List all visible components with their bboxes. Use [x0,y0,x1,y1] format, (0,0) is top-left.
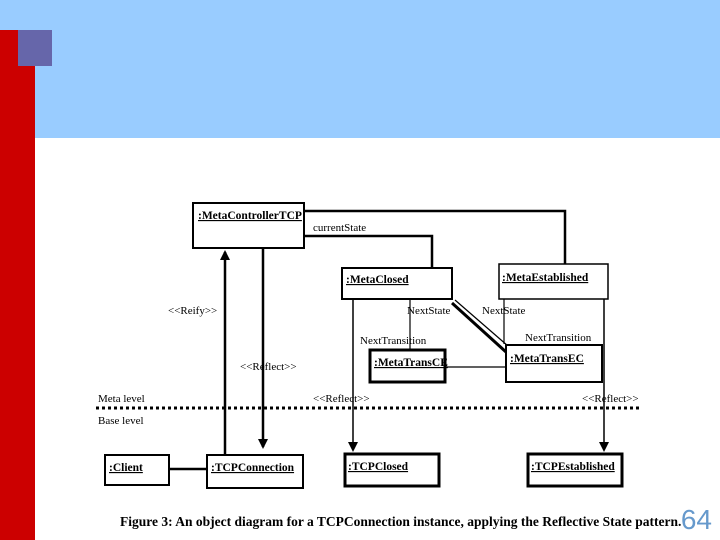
figure-caption: Figure 3: An object diagram for a TCPCon… [120,514,682,529]
box-client [104,454,170,486]
box-tcp-closed [343,452,441,488]
label-reify: <<Reify>> [168,305,217,317]
label-tcp-established: :TCPEstablished [531,461,615,473]
box-meta-trans-ec [505,344,603,383]
label-tcp-connection: :TCPConnection [211,462,295,474]
current-state-link [304,234,434,268]
box-tcp-established [526,452,624,488]
box-meta-established [498,263,609,300]
label-meta-established: :MetaEstablished [502,272,589,284]
label-meta-trans-ce: :MetaTransCE [374,357,448,369]
object-boxes [104,202,624,489]
label-meta-controller: :MetaControllerTCP [198,210,302,222]
label-current-state: currentState [313,222,366,234]
controller-established-link [304,209,567,268]
label-client: :Client [109,462,143,474]
label-tcp-closed: :TCPClosed [348,461,409,473]
label-base-level: Base level [98,415,144,427]
label-next-transition-1: NextTransition [360,335,427,347]
box-meta-closed [341,267,453,300]
connectors [169,209,609,471]
box-meta-trans-ce [368,348,447,384]
label-reflect-right: <<Reflect>> [582,393,639,405]
label-meta-trans-ec: :MetaTransEC [510,353,584,365]
page-number: 64 [680,504,712,535]
label-next-state-1: NextState [407,305,450,317]
label-reflect-left: <<Reflect>> [240,361,297,373]
label-next-transition-2: NextTransition [525,332,592,344]
box-tcp-connection [206,454,304,489]
accent-square [18,30,52,66]
next-state-link [454,299,509,347]
label-reflect-mid: <<Reflect>> [313,393,370,405]
label-meta-level: Meta level [98,393,145,405]
side-accent-bar [0,30,35,540]
label-meta-closed: :MetaClosed [346,274,409,286]
label-next-state-2: NextState [482,305,525,317]
box-meta-controller [192,202,305,249]
header-band [0,0,720,138]
closed-transec-link [450,301,508,354]
